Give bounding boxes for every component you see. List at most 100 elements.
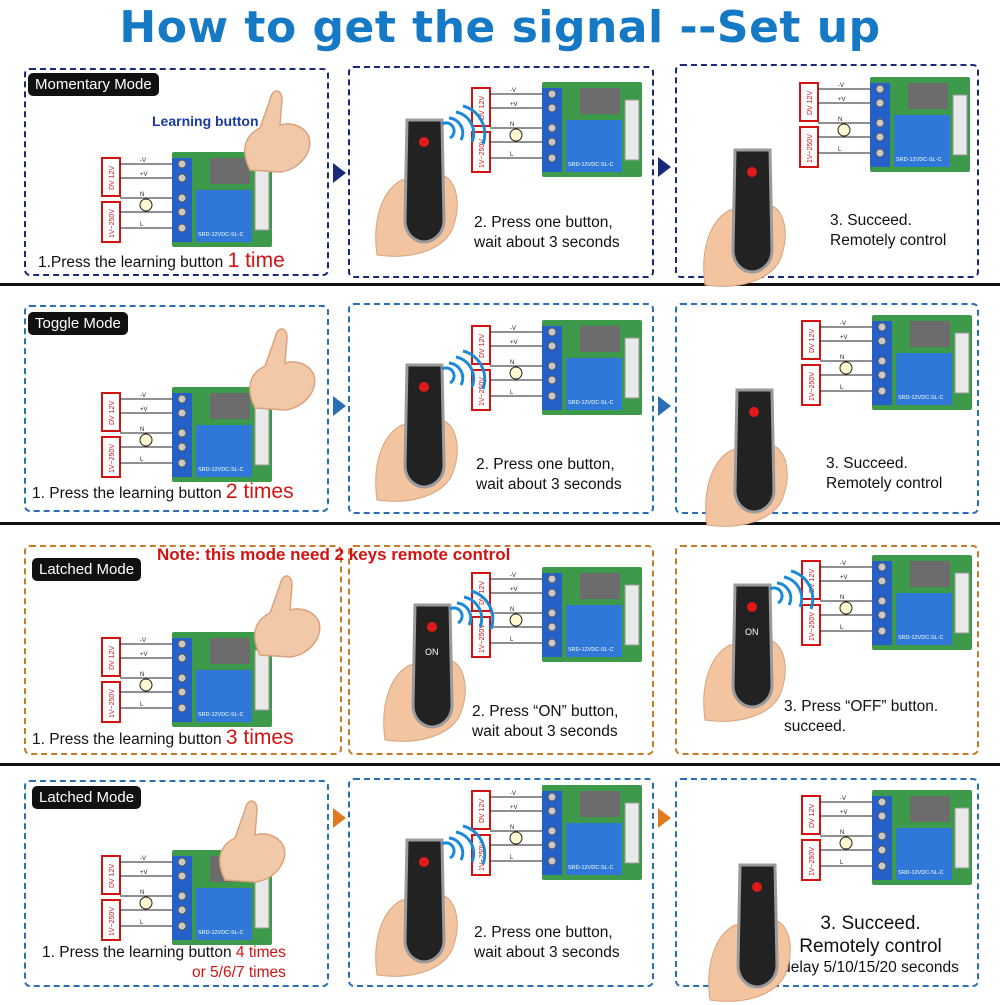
ac-label: 1V~250V <box>479 624 486 653</box>
dc-label: DV 12V <box>109 401 116 425</box>
terminal-label: +V <box>838 97 846 103</box>
relay-icon <box>894 115 950 167</box>
relay-model: SRD-12VDC-SL-C <box>198 232 244 238</box>
hand-svg <box>219 800 286 883</box>
arrow-icon <box>333 396 346 416</box>
terminal-label: -V <box>838 83 844 89</box>
lamp-icon <box>839 601 853 615</box>
relay-icon <box>566 358 622 410</box>
terminal-label: -V <box>510 88 516 94</box>
ac-label: 1V~250V <box>479 377 486 406</box>
lamp-icon <box>139 678 153 692</box>
remote-svg <box>375 349 487 502</box>
lamp-icon <box>509 613 523 627</box>
row-separator <box>0 283 1000 286</box>
ac-label: 1V~250V <box>109 689 116 718</box>
terminal-label: +V <box>140 870 148 876</box>
terminal-label: L <box>840 860 844 866</box>
hand-svg <box>249 328 316 411</box>
step2-panel <box>348 545 654 755</box>
terminal-label: -V <box>510 573 516 579</box>
arrow-icon <box>658 396 671 416</box>
terminal-label: N <box>510 360 514 366</box>
step1-panel <box>24 545 342 755</box>
on-key-label: ON <box>425 647 439 657</box>
terminal-label: N <box>840 355 844 361</box>
terminal-label: N <box>510 122 514 128</box>
note-text: Note: this mode need 2 keys remote contr… <box>157 545 511 564</box>
terminal-label: -V <box>510 326 516 332</box>
step3-panel <box>675 303 979 514</box>
press-count: 3 times <box>225 726 294 749</box>
relay-model: SRD-12VDC-SL-C <box>198 467 244 473</box>
mode-label: Latched Mode <box>32 786 142 809</box>
ac-label: 1V~250V <box>809 847 816 876</box>
relay-icon <box>566 605 622 657</box>
step3-panel <box>675 64 979 278</box>
dc-label: DV 12V <box>109 864 116 888</box>
mode-label: Latched Mode <box>32 558 142 581</box>
relay-icon <box>896 353 952 405</box>
terminal-label: L <box>140 920 144 926</box>
remote-svg: ON <box>703 569 815 722</box>
relay-model: SRD-12VDC-SL-C <box>568 865 614 871</box>
terminal-label: N <box>140 427 144 433</box>
lamp-icon <box>139 198 153 212</box>
dc-label: DV 12V <box>479 581 486 605</box>
relay-model: SRD-12VDC-SL-C <box>198 930 244 936</box>
mode-label: Toggle Mode <box>28 312 128 335</box>
terminal-label: -V <box>140 158 146 164</box>
hand-svg <box>244 90 311 173</box>
lamp-icon <box>509 831 523 845</box>
ac-label: 1V~250V <box>109 209 116 238</box>
lamp-icon <box>139 433 153 447</box>
remote-svg: ON <box>383 589 495 742</box>
dc-label: DV 12V <box>479 334 486 358</box>
dc-label: DV 12V <box>479 96 486 120</box>
dc-label: DV 12V <box>479 799 486 823</box>
terminal-label: +V <box>510 805 518 811</box>
step1-panel <box>24 305 329 512</box>
step2-caption: 2. Press one button, wait about 3 second… <box>474 214 620 251</box>
step1-caption: 1. Press the learning button 4 times or … <box>42 944 286 981</box>
terminal-label: +V <box>510 340 518 346</box>
ac-label: 1V~250V <box>809 372 816 401</box>
mode-label: Momentary Mode <box>28 73 159 96</box>
remote-svg <box>708 863 791 1002</box>
step2-caption: 2. Press “ON” button, wait about 3 secon… <box>472 703 619 740</box>
relay-model: SRD-12VDC-SL-C <box>568 647 614 653</box>
dc-label: DV 12V <box>109 166 116 190</box>
relay-icon <box>196 425 252 477</box>
remote-svg <box>703 148 786 287</box>
terminal-label: N <box>140 890 144 896</box>
press-count-alt: or 5/6/7 times <box>191 964 286 981</box>
relay-model: SRD-12VDC-SL-C <box>568 400 614 406</box>
relay-icon <box>196 888 252 940</box>
relay-icon <box>196 190 252 242</box>
terminal-label: +V <box>510 102 518 108</box>
terminal-label: -V <box>510 791 516 797</box>
lamp-icon <box>839 836 853 850</box>
terminal-label: L <box>510 152 514 158</box>
terminal-label: L <box>840 385 844 391</box>
learning-button-label: Learning button <box>152 113 259 129</box>
arrow-icon <box>658 808 671 828</box>
step3-caption: 3. Succeed. Remotely control <box>826 455 943 492</box>
on-key-label: ON <box>745 627 759 637</box>
terminal-label: +V <box>840 575 848 581</box>
terminal-label: +V <box>140 172 148 178</box>
ac-label: 1V~250V <box>809 612 816 641</box>
terminal-label: L <box>140 457 144 463</box>
relay-model: SRD-12VDC-SL-C <box>198 712 244 718</box>
terminal-label: L <box>510 390 514 396</box>
relay-model: SRD-12VDC-SL-C <box>898 870 944 876</box>
terminal-label: -V <box>840 321 846 327</box>
step2-caption: 2. Press one button, wait about 3 second… <box>474 924 620 961</box>
terminal-label: L <box>510 855 514 861</box>
